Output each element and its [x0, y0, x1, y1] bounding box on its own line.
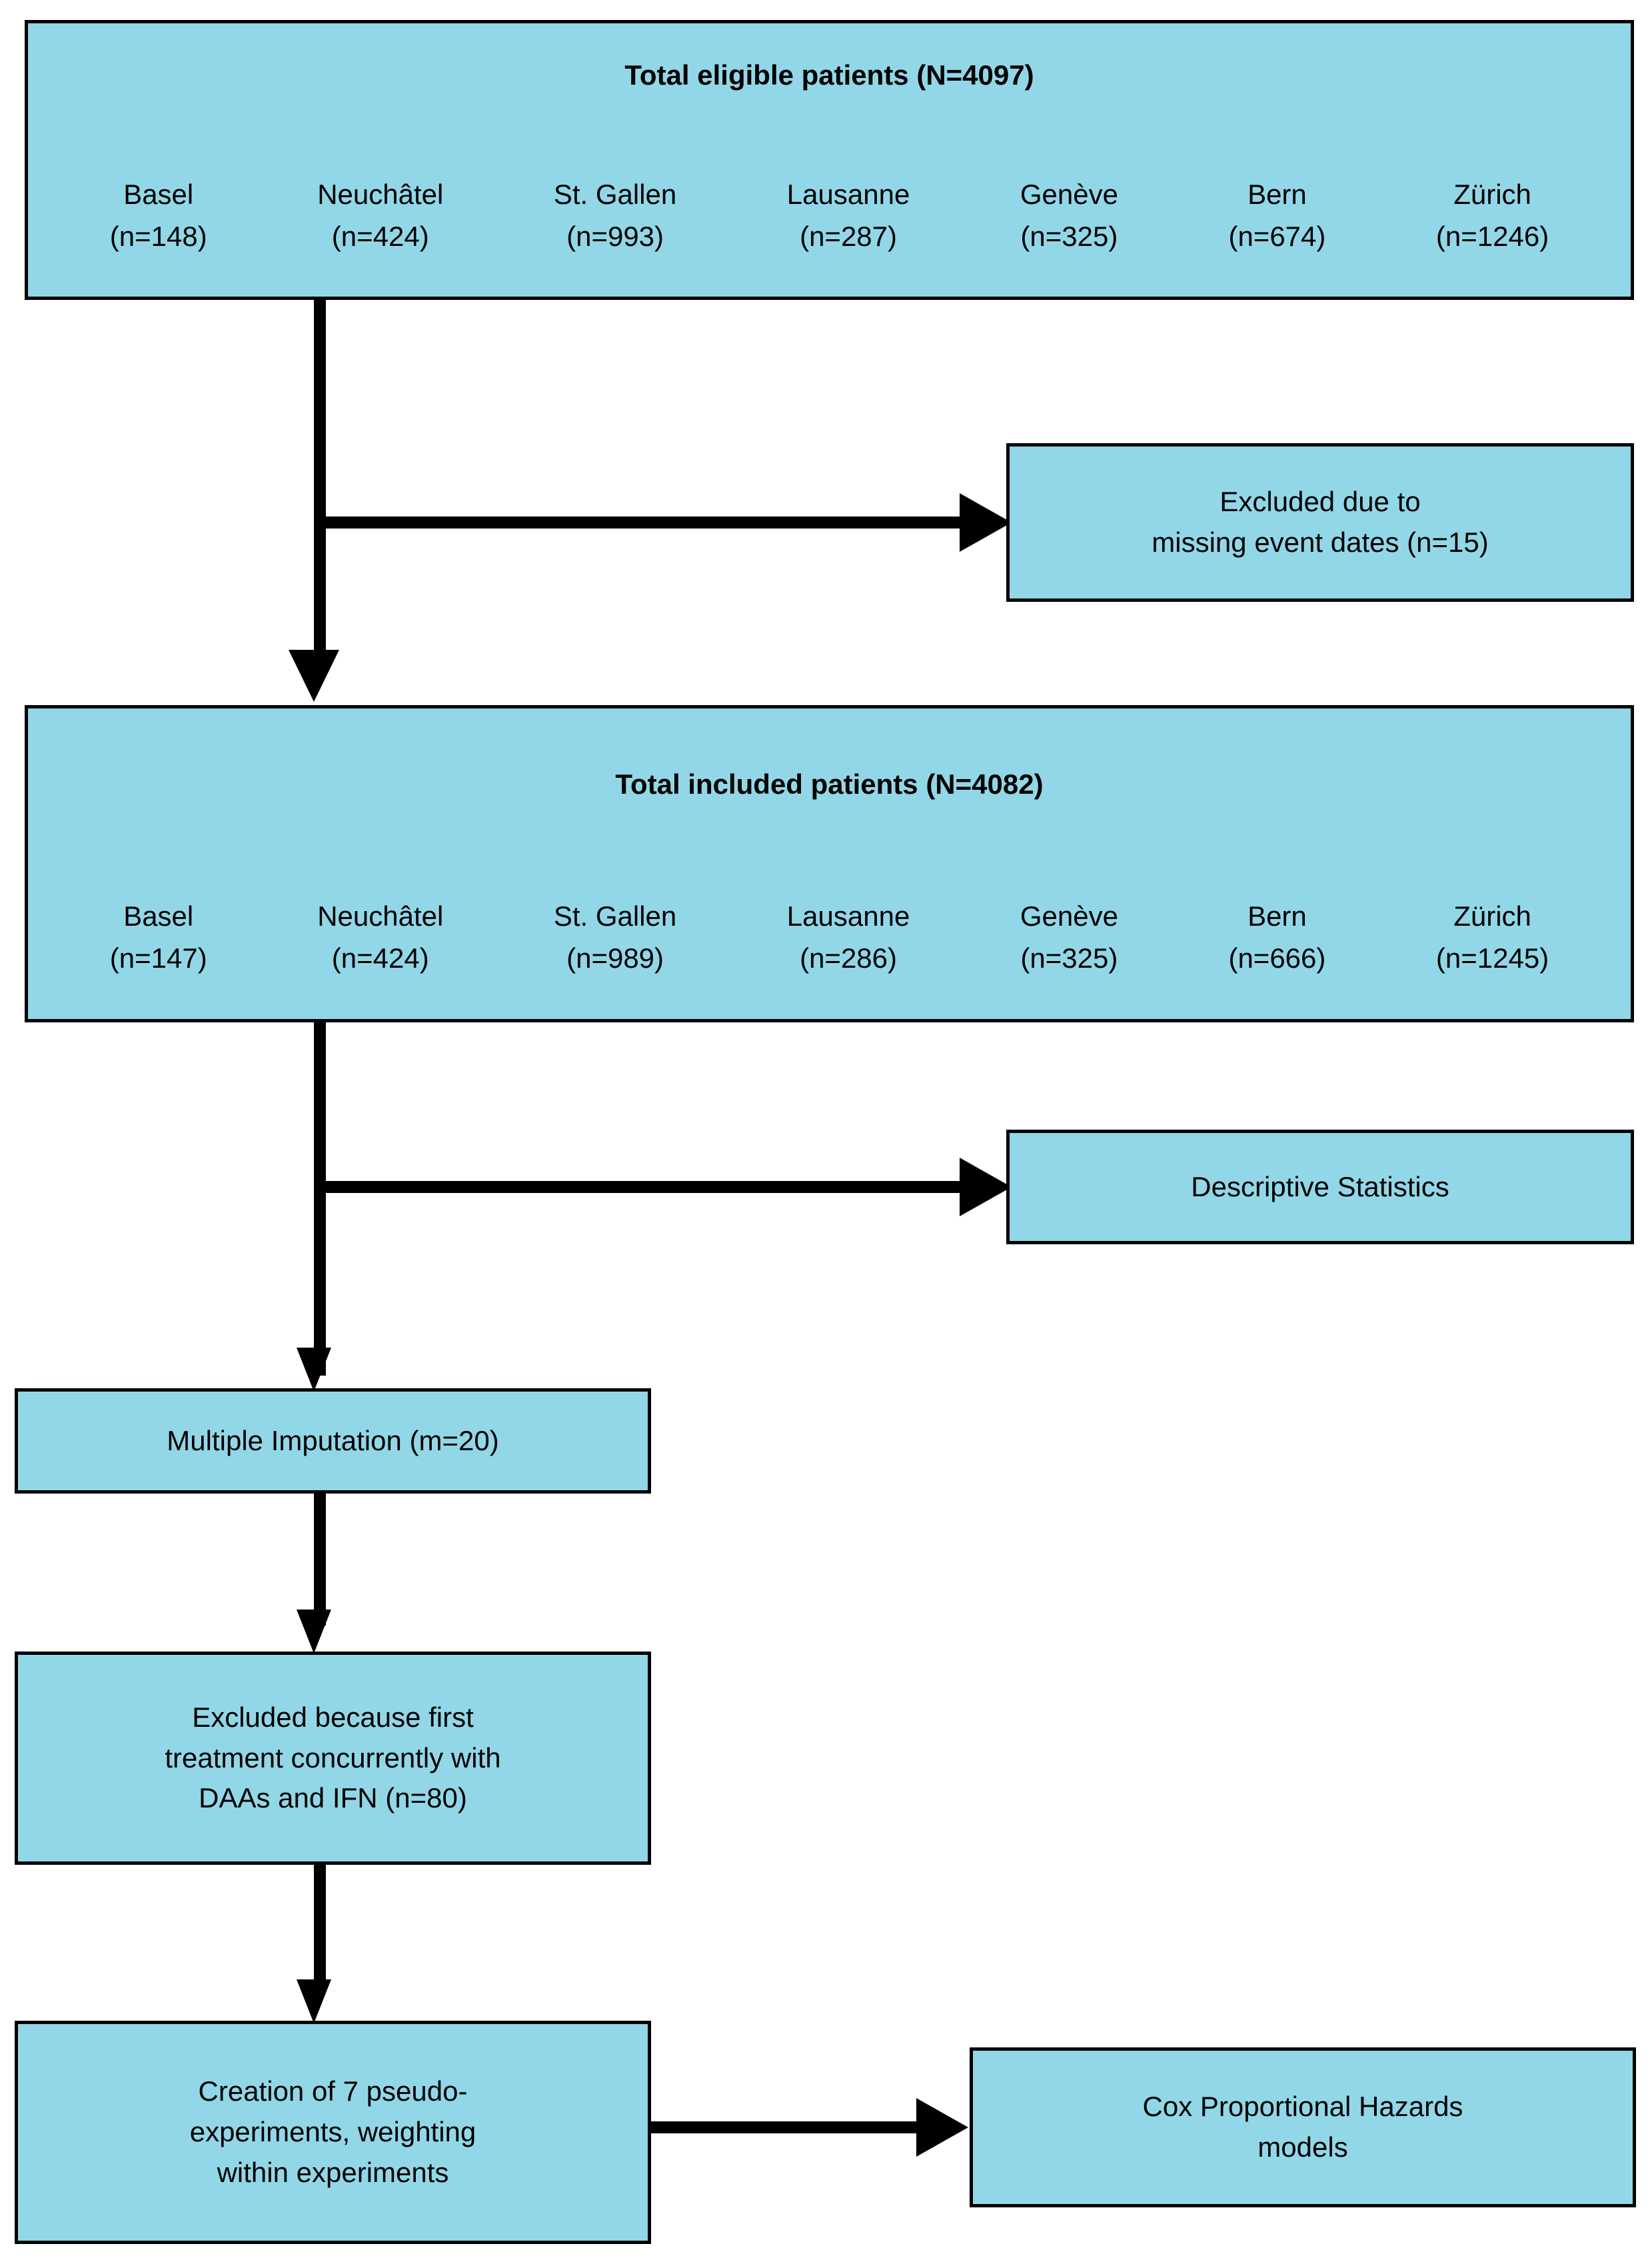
included-center-lausanne: Lausanne (n=286): [787, 895, 910, 979]
node-pseudo-experiments: Creation of 7 pseudo- experiments, weigh…: [15, 2021, 651, 2244]
center-bern-name: Bern: [1247, 179, 1307, 210]
included-center-st-gallen-name: St. Gallen: [553, 900, 677, 932]
center-basel-count: (n=148): [109, 221, 207, 252]
center-bern-count: (n=674): [1228, 221, 1326, 252]
excluded-daa-line1: Excluded because first: [192, 1701, 474, 1733]
included-center-geneve-count: (n=325): [1020, 942, 1118, 974]
node-excluded-missing-event-dates: Excluded due to missing event dates (n=1…: [1006, 443, 1634, 602]
connector-eligible-to-excluded-dates: [314, 517, 970, 529]
excluded-dates-line2: missing event dates (n=15): [1152, 527, 1489, 558]
included-center-zurich: Zürich (n=1245): [1436, 895, 1549, 979]
total-eligible-title: Total eligible patients (N=4097): [624, 59, 1034, 91]
center-zurich: Zürich (n=1246): [1436, 173, 1549, 257]
connector-included-to-imputation: [314, 1022, 326, 1376]
center-lausanne-name: Lausanne: [786, 179, 910, 210]
arrowhead-eligible-to-included: [289, 650, 339, 702]
center-bern: Bern (n=674): [1228, 173, 1325, 257]
connector-included-to-descriptive: [314, 1181, 970, 1193]
arrowhead-eligible-to-excluded-dates: [960, 493, 1012, 552]
center-st-gallen: St. Gallen (n=993): [554, 173, 676, 257]
arrowhead-pseudo-to-cox: [916, 2098, 968, 2157]
arrowhead-included-to-imputation: [297, 1348, 331, 1392]
center-basel: Basel (n=148): [110, 173, 207, 257]
center-lausanne: Lausanne (n=287): [787, 173, 910, 257]
excluded-daa-line3: DAAs and IFN (n=80): [199, 1782, 467, 1814]
included-center-bern-count: (n=666): [1228, 942, 1326, 974]
included-center-geneve: Genève (n=325): [1020, 895, 1118, 979]
center-basel-name: Basel: [123, 179, 194, 210]
center-zurich-name: Zürich: [1453, 179, 1531, 210]
arrowhead-imputation-to-excluded-daa: [297, 1610, 331, 1654]
center-neuchatel-count: (n=424): [331, 221, 429, 252]
connector-imputation-to-excluded-daa: [314, 1494, 326, 1626]
included-center-neuchatel: Neuchâtel (n=424): [317, 895, 443, 979]
included-centers-row: Basel (n=147) Neuchâtel (n=424) St. Gall…: [28, 895, 1631, 979]
node-total-included-patients: Total included patients (N=4082) Basel (…: [25, 705, 1634, 1022]
multiple-imputation-label: Multiple Imputation (m=20): [167, 1424, 499, 1456]
descriptive-statistics-label: Descriptive Statistics: [1191, 1170, 1449, 1202]
included-center-st-gallen: St. Gallen (n=989): [554, 895, 676, 979]
center-geneve-name: Genève: [1020, 179, 1118, 210]
total-included-title: Total included patients (N=4082): [615, 768, 1044, 800]
node-excluded-daa-ifn: Excluded because first treatment concurr…: [15, 1652, 651, 1865]
included-center-bern-name: Bern: [1247, 900, 1307, 932]
included-center-zurich-name: Zürich: [1453, 900, 1531, 932]
cox-line2: models: [1257, 2131, 1348, 2163]
connector-excluded-daa-to-pseudo: [314, 1865, 326, 1981]
included-center-lausanne-count: (n=286): [800, 942, 898, 974]
included-center-zurich-count: (n=1245): [1435, 942, 1549, 974]
included-center-lausanne-name: Lausanne: [786, 900, 910, 932]
included-center-basel-name: Basel: [123, 900, 194, 932]
center-geneve-count: (n=325): [1020, 221, 1118, 252]
excluded-dates-line1: Excluded due to: [1220, 486, 1421, 518]
arrowhead-included-to-descriptive: [960, 1158, 1012, 1216]
pseudo-line1: Creation of 7 pseudo-: [198, 2075, 468, 2107]
node-total-eligible-patients: Total eligible patients (N=4097) Basel (…: [25, 20, 1634, 300]
included-center-basel-count: (n=147): [109, 942, 207, 974]
center-zurich-count: (n=1246): [1435, 221, 1549, 252]
included-center-bern: Bern (n=666): [1228, 895, 1325, 979]
node-multiple-imputation: Multiple Imputation (m=20): [15, 1388, 651, 1494]
center-neuchatel: Neuchâtel (n=424): [317, 173, 443, 257]
pseudo-line3: within experiments: [217, 2156, 449, 2188]
included-center-neuchatel-name: Neuchâtel: [317, 900, 444, 932]
included-center-st-gallen-count: (n=989): [566, 942, 664, 974]
connector-eligible-to-included: [314, 300, 326, 658]
cox-line1: Cox Proportional Hazards: [1142, 2091, 1463, 2123]
included-center-basel: Basel (n=147): [110, 895, 207, 979]
pseudo-line2: experiments, weighting: [189, 2116, 476, 2148]
center-neuchatel-name: Neuchâtel: [317, 179, 444, 210]
node-descriptive-statistics: Descriptive Statistics: [1006, 1130, 1634, 1244]
center-st-gallen-count: (n=993): [566, 221, 664, 252]
excluded-daa-line2: treatment concurrently with: [165, 1741, 501, 1773]
included-center-neuchatel-count: (n=424): [331, 942, 429, 974]
center-lausanne-count: (n=287): [800, 221, 898, 252]
arrowhead-excluded-daa-to-pseudo: [297, 1979, 331, 2023]
center-geneve: Genève (n=325): [1020, 173, 1118, 257]
eligible-centers-row: Basel (n=148) Neuchâtel (n=424) St. Gall…: [28, 173, 1631, 257]
node-cox-proportional-hazards: Cox Proportional Hazards models: [970, 2047, 1636, 2207]
center-st-gallen-name: St. Gallen: [553, 179, 677, 210]
included-center-geneve-name: Genève: [1020, 900, 1118, 932]
connector-pseudo-to-cox: [651, 2121, 919, 2133]
